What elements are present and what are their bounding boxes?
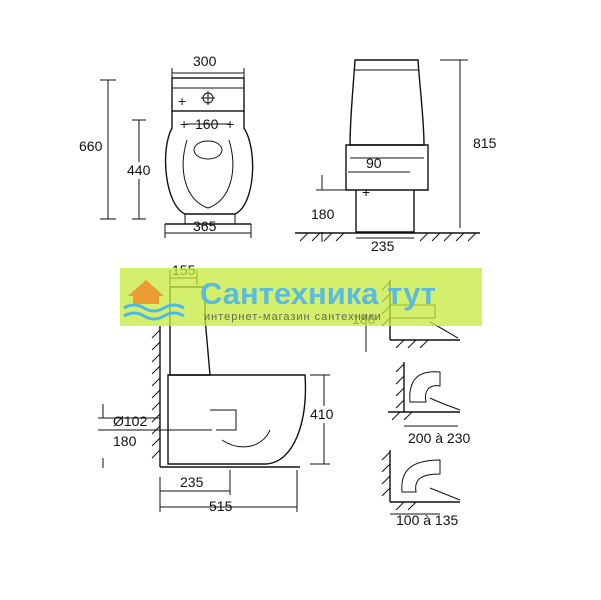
front-cistern (171, 77, 245, 112)
watermark-house-icon (123, 280, 185, 321)
side-floor-hatch (299, 232, 477, 242)
dim-range-1: 200 à 230 (408, 430, 470, 446)
dim-total-height-front: 660 (79, 138, 103, 154)
dim-top-width: 300 (193, 53, 217, 69)
svg-text:+: + (226, 116, 234, 132)
dim-bowl-height: 440 (127, 162, 151, 178)
dim-floor-to-outlet: 235 (180, 474, 204, 490)
dim-flush-spacing: 160 (195, 116, 219, 132)
dim-total-depth: 515 (209, 498, 233, 514)
side-cistern (349, 59, 425, 146)
watermark-title: Сантехника тут (200, 276, 436, 311)
svg-text:+: + (180, 116, 188, 132)
side-view: + 815 90 180 235 (295, 59, 500, 254)
outlet-detail-bend: 200 à 230 (388, 362, 470, 446)
dim-base-depth: 235 (371, 238, 395, 254)
dim-outlet-height: 180 (113, 433, 137, 449)
section-bowl (167, 374, 307, 465)
outlet-detail-floor: 100 à 135 (381, 450, 461, 528)
dim-outlet-height-side: 180 (311, 206, 335, 222)
front-view: + 300 + + 160 660 440 365 (78, 53, 254, 238)
section-view: 155 Ø102 180 410 235 515 (98, 262, 341, 514)
svg-text:+: + (362, 184, 370, 200)
section-wall-hatch (151, 329, 161, 459)
dim-outlet-diameter: Ø102 (113, 413, 147, 429)
watermark: Сантехника тут интернет-магазин сантехни… (120, 268, 482, 326)
front-bowl (164, 111, 254, 215)
watermark-band (120, 268, 482, 326)
dim-range-2: 100 à 135 (396, 512, 458, 528)
side-bowl (345, 144, 429, 191)
dim-base-width: 365 (193, 218, 217, 234)
dim-total-height-side: 815 (473, 135, 497, 151)
dim-outlet-offset: 90 (366, 155, 382, 171)
svg-text:+: + (178, 93, 186, 109)
watermark-subtitle: интернет-магазин сантехники (204, 311, 382, 323)
dim-bowl-height-side: 410 (310, 406, 334, 422)
